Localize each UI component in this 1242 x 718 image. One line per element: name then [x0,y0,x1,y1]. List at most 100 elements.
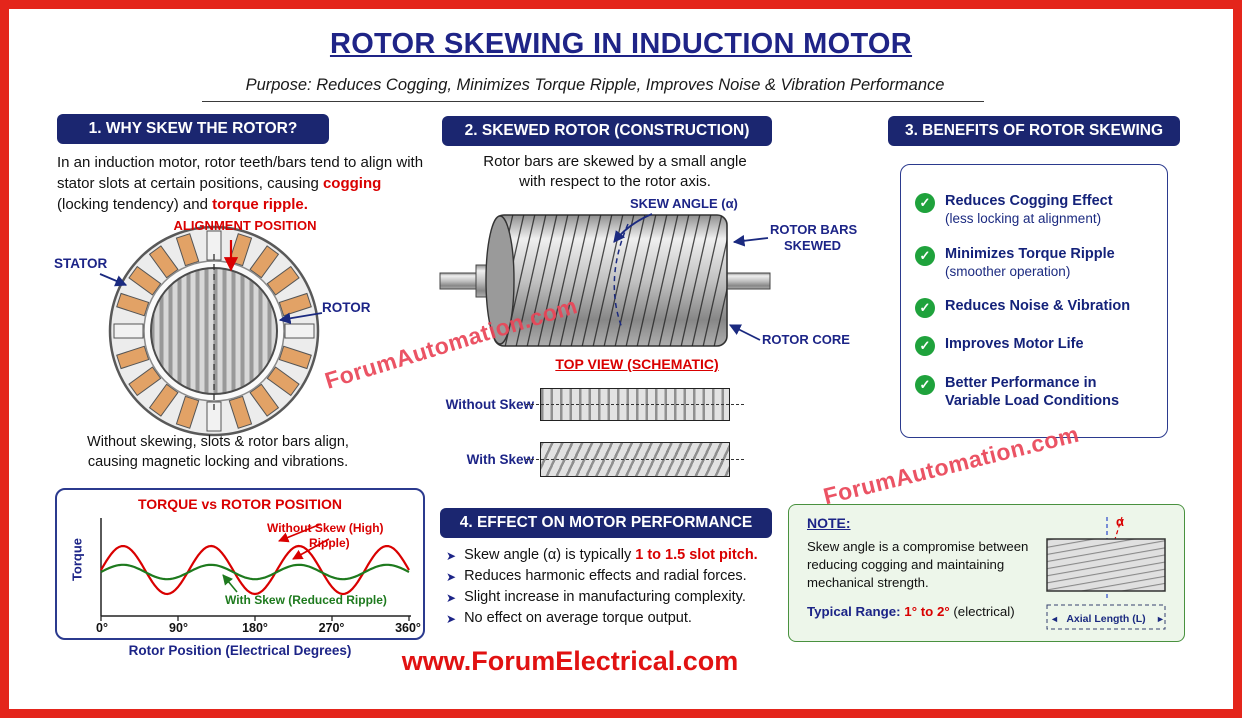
benefit-text: Improves Motor Life [945,335,1084,353]
stator-rotor-cross-section [108,225,320,437]
section4-header: 4. EFFECT ON MOTOR PERFORMANCE [440,508,772,538]
section3-header: 3. BENEFITS OF ROTOR SKEWING [888,116,1180,146]
check-icon: ✓ [915,245,935,266]
intro-text-1: In an induction motor, rotor teeth/bars … [57,154,424,192]
range-label: Typical Range: [807,604,901,619]
x-tick-label: 90° [169,621,188,635]
bullet-icon: ➤ [446,591,457,605]
check-icon: ✓ [915,193,935,214]
benefit-text: Minimizes Torque Ripple (smoother operat… [945,245,1115,280]
legend-arrow-green [222,574,238,593]
footer-site-url: www.ForumElectrical.com [401,646,739,676]
benefit-text: Reduces Cogging Effect (less locking at … [945,192,1113,227]
x-tick-label: 360° [395,621,421,635]
stator-annotation-arrows [99,240,323,325]
arrow-right-icon: ► [1156,614,1165,624]
arrow-left-icon: ◄ [1050,614,1059,624]
skew-angle-arrow [613,213,653,243]
benefit-title: Reduces Cogging Effect [945,193,1113,210]
legend-with-skew: With Skew (Reduced Ripple) [225,593,387,607]
intro-cogging: cogging [322,175,382,192]
benefit-title: Reduces Noise & Vibration [945,297,1131,314]
bullet-text: Slight increase in manufacturing complex… [464,589,746,605]
section1-intro: In an induction motor, rotor teeth/bars … [57,152,425,215]
benefit-item: ✓ Reduces Noise & Vibration [915,297,1153,318]
alignment-position-label: ALIGNMENT POSITION [173,218,317,233]
header-divider [202,101,984,102]
alpha-label: α [1116,514,1124,529]
section2-description-line1: Rotor bars are skewed by a small angle [483,153,747,170]
section2-description: Rotor bars are skewed by a small angle w… [460,152,770,192]
bullet-item: ➤ Skew angle (α) is typically 1 to 1.5 s… [446,547,786,563]
bullet-item: ➤ Slight increase in manufacturing compl… [446,589,786,605]
note-body: Skew angle is a compromise between reduc… [807,539,1029,590]
benefit-title: Improves Motor Life [945,336,1084,353]
stator-rotor-figure: ALIGNMENT POSITION STATOR ROTOR [30,218,430,476]
chart-x-axis-label: Rotor Position (Electrical Degrees) [128,643,352,658]
bullet-icon: ➤ [446,612,457,626]
bullet-icon: ➤ [446,570,457,584]
legend-without-skew-line2: Ripple) [309,536,350,550]
benefit-subtitle: (smoother operation) [945,263,1071,279]
bullet-text: Reduces harmonic effects and radial forc… [464,568,747,584]
rotor-label: ROTOR [322,300,371,315]
chart-y-axis-label: Torque [69,537,85,582]
without-skew-row-label: Without Skew [445,397,534,412]
rotor-core-arrow [728,324,761,341]
benefit-text: Better Performance in Variable Load Cond… [945,374,1153,410]
bullet1-text: Skew angle (α) is typically [464,547,636,563]
chart-title: TORQUE vs ROTOR POSITION [137,496,343,512]
benefit-subtitle: (less locking at alignment) [945,211,1102,227]
rotor-arrow [278,312,323,325]
intro-torque-ripple: torque ripple. [212,196,308,213]
check-icon: ✓ [915,336,935,357]
check-icon: ✓ [915,374,935,395]
note-typical-range: Typical Range: 1° to 2° (electrical) [807,604,1047,619]
x-tick-label: 180° [242,621,268,635]
intro-text-2: (locking tendency) and [57,196,213,213]
bullet-item: ➤ No effect on average torque output. [446,610,786,626]
benefit-text: Reduces Noise & Vibration [945,297,1130,315]
benefit-item: ✓ Minimizes Torque Ripple (smoother oper… [915,245,1153,280]
performance-bullets: ➤ Skew angle (α) is typically 1 to 1.5 s… [446,547,786,631]
page-title: ROTOR SKEWING IN INDUCTION MOTOR [329,28,913,60]
bullet1-highlight: 1 to 1.5 slot pitch. [635,547,758,563]
rotor-bars-label-line2: SKEWED [784,238,842,253]
axial-length-box [1046,604,1166,630]
legend-arrow-red-2 [292,538,330,560]
check-icon: ✓ [915,297,935,318]
without-skew-centerline [526,404,744,405]
benefit-title: Minimizes Torque Ripple [945,245,1115,262]
rotor-core-label: ROTOR CORE [762,332,850,347]
benefit-title: Better Performance in Variable Load Cond… [945,374,1120,409]
section1-header: 1. WHY SKEW THE ROTOR? [57,114,329,144]
bullet-text: No effect on average torque output. [464,610,692,626]
rotor-top-view-rect [1046,538,1166,592]
x-tick-label: 0° [96,621,108,635]
benefit-item: ✓ Better Performance in Variable Load Co… [915,374,1153,410]
x-tick-marks [100,616,410,621]
skewed-rotor-figure: SKEW ANGLE (α) ROTOR BARS SKEWED ROTOR C… [428,194,857,364]
with-skew-row-label: With Skew [466,452,534,467]
page-subtitle: Purpose: Reduces Cogging, Minimizes Torq… [245,76,945,94]
right-shaft [725,272,771,290]
stator-arrow [99,273,128,287]
benefits-box: ✓ Reduces Cogging Effect (less locking a… [900,164,1168,438]
rotor-bars-arrow [732,234,769,247]
top-view-title: TOP VIEW (SCHEMATIC) [555,356,719,372]
legend-arrow-red-1 [278,523,322,543]
stator-label: STATOR [54,256,108,271]
x-tick-label: 270° [318,621,345,635]
torque-chart-box: TORQUE vs ROTOR POSITION Torque Without … [55,488,425,640]
benefit-item: ✓ Reduces Cogging Effect (less locking a… [915,192,1153,227]
skew-angle-label: SKEW ANGLE (α) [630,196,738,211]
stator-figure-caption: Without skewing, slots & rotor bars alig… [87,434,349,470]
bullet-item: ➤ Reduces harmonic effects and radial fo… [446,568,786,584]
axial-length-label: Axial Length (L) [1066,613,1145,625]
stator-slots [113,230,315,432]
note-box: NOTE: Skew angle is a compromise between… [788,504,1185,642]
range-suffix: (electrical) [949,604,1015,619]
x-tick-labels: 0° 90° 180° 270° 360° [86,621,424,635]
torque-chart-plot [100,518,411,621]
rotor-bars-label-line1: ROTOR BARS [770,222,858,237]
